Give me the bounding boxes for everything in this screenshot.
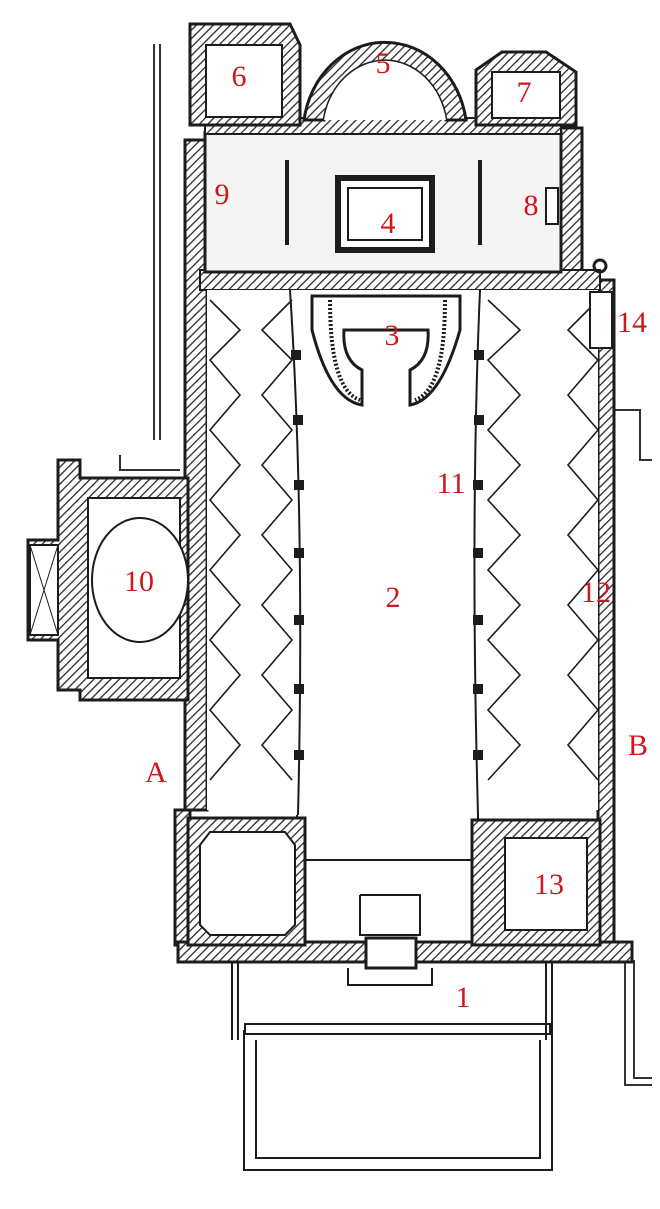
room-6 [188,22,302,127]
piers [291,350,484,760]
crypt-stairs [310,294,462,407]
label-5: 5 [375,47,391,80]
side-door [589,258,613,349]
label-6: 6 [231,60,247,93]
label-2: 2 [385,581,401,614]
label-14: 14 [617,306,647,339]
label-4: 4 [380,207,396,240]
left-aisle-vaults [208,299,294,781]
label-10: 10 [124,565,154,598]
lower-left-room [186,816,307,947]
label-8: 8 [523,189,539,222]
nave [207,289,598,861]
site-lines [119,44,652,1086]
apse [302,40,468,122]
label-9: 9 [214,178,230,211]
label-3: 3 [384,319,400,352]
label-12: 12 [581,576,611,609]
choir [203,117,563,274]
entrance-porch [231,894,553,1171]
room-7 [474,50,578,127]
label-1: 1 [455,981,471,1014]
room-13 [470,818,602,947]
side-chapel [26,458,190,702]
label-B: B [627,729,649,762]
label-11: 11 [436,467,466,500]
label-7: 7 [516,76,532,109]
label-A: A [145,756,167,789]
right-aisle-vaults [486,299,600,781]
label-13: 13 [534,868,564,901]
